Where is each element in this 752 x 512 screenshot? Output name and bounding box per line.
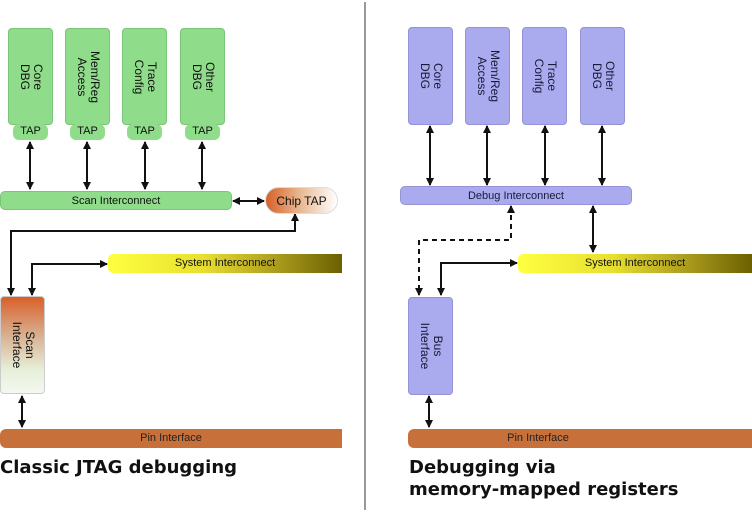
- left-title: Classic JTAG debugging: [0, 457, 238, 478]
- arrow-dbg-bus-dashed: [415, 205, 515, 296]
- tap-trace: TAP: [127, 124, 162, 140]
- arrow-bus-sysint: [437, 259, 518, 296]
- pin-interface-right: Pin Interface: [408, 429, 752, 448]
- module-core-dbg-mm: Core DBG: [408, 27, 453, 125]
- module-trace-config-mm: Trace Config: [522, 27, 567, 125]
- tap-other: TAP: [185, 124, 220, 140]
- right-title-line2: memory-mapped registers: [409, 479, 679, 500]
- module-trace-config: Trace Config: [122, 28, 167, 125]
- pin-interface-left: Pin Interface: [0, 429, 342, 448]
- module-mem-reg-access: Mem/Reg Access: [65, 28, 110, 125]
- chip-tap: Chip TAP: [265, 187, 338, 214]
- right-title-line1: Debugging via: [409, 457, 556, 478]
- tap-core: TAP: [13, 124, 48, 140]
- bus-interface: Bus Interface: [408, 297, 453, 395]
- arrow-scaninterface-sysint: [28, 260, 108, 296]
- arrow-chiptap-scaninterface: [7, 213, 299, 296]
- scan-interconnect: Scan Interconnect: [0, 191, 232, 210]
- scan-interface: Scan Interface: [0, 296, 45, 394]
- debug-interconnect: Debug Interconnect: [400, 186, 632, 205]
- module-other-dbg: Other DBG: [180, 28, 225, 125]
- tap-mem: TAP: [70, 124, 105, 140]
- system-interconnect-right: System Interconnect: [518, 254, 752, 273]
- module-mem-reg-access-mm: Mem/Reg Access: [465, 27, 510, 125]
- system-interconnect-left: System Interconnect: [108, 254, 342, 273]
- module-other-dbg-mm: Other DBG: [580, 27, 625, 125]
- module-core-dbg: Core DBG: [8, 28, 53, 125]
